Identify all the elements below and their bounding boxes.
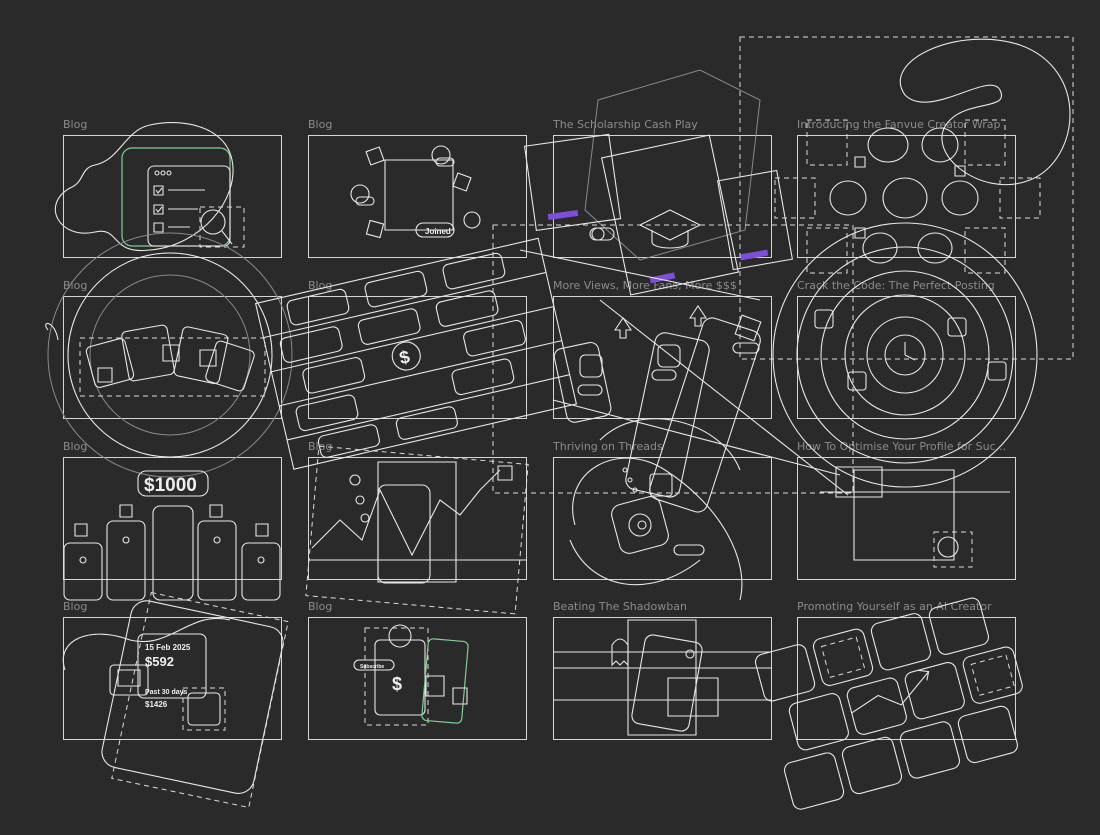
- card-frame-shadowban[interactable]: [553, 617, 772, 740]
- subscribe-pill-text: Subscribe: [360, 664, 384, 670]
- card-frame-scholarship[interactable]: [553, 135, 772, 258]
- earnings-illustration: 15 Feb 2025 $592 Past 30 days $1426: [63, 593, 288, 808]
- growth-chart-illustration: [306, 446, 528, 614]
- card-label-blog-8[interactable]: Blog: [308, 600, 333, 613]
- card-label-fanvue-creator[interactable]: Introducing the Fanvue Creator Wrap: [797, 118, 1001, 131]
- card-label-optimise-profile[interactable]: How To Optimise Your Profile for Suc...: [797, 440, 1007, 453]
- earnings-amount-text: $592: [145, 654, 174, 669]
- card-label-threads[interactable]: Thriving on Threads: [553, 440, 663, 453]
- card-label-blog-2[interactable]: Blog: [308, 118, 333, 131]
- card-label-blog-5[interactable]: Blog: [63, 440, 88, 453]
- card-frame-ai-creator[interactable]: [797, 617, 1016, 740]
- card-label-blog-7[interactable]: Blog: [63, 600, 88, 613]
- bricks-illustration: $: [256, 238, 577, 469]
- card-frame-blog-1[interactable]: [63, 135, 282, 258]
- card-frame-blog-8[interactable]: [308, 617, 527, 740]
- card-label-blog-4[interactable]: Blog: [308, 279, 333, 292]
- card-frame-optimise-profile[interactable]: [797, 457, 1016, 580]
- profile-optimise-illustration: [820, 467, 1010, 567]
- checklist-illustration: [55, 123, 244, 251]
- card-frame-blog-6[interactable]: [308, 457, 527, 580]
- shadowban-illustration: [553, 620, 772, 735]
- payout-phones-illustration: $1000: [64, 471, 280, 600]
- creator-wrap-illustration: [740, 37, 1073, 359]
- card-label-shadowban[interactable]: Beating The Shadowban: [553, 600, 687, 613]
- cards-circle-illustration: [46, 233, 292, 477]
- card-label-ai-creator[interactable]: Promoting Yourself as an AI Creator: [797, 600, 992, 613]
- joined-illustration: Joined: [351, 146, 480, 238]
- price-badge-text: $1000: [144, 475, 197, 496]
- earnings-total-text: $1426: [145, 700, 168, 709]
- clock-illustration: [773, 223, 1037, 487]
- card-frame-fanvue-creator[interactable]: [797, 135, 1016, 258]
- card-label-blog-1[interactable]: Blog: [63, 118, 88, 131]
- scholarship-illustration: [525, 70, 793, 295]
- card-frame-threads[interactable]: [553, 457, 772, 580]
- dollar-glyph: $: [397, 347, 411, 369]
- card-frame-blog-2[interactable]: [308, 135, 527, 258]
- threads-illustration: [570, 419, 742, 600]
- dollar-glyph-2: $: [392, 674, 402, 694]
- card-label-scholarship[interactable]: The Scholarship Cash Play: [553, 118, 698, 131]
- earnings-period-text: Past 30 days: [145, 689, 188, 696]
- more-views-illustration: [493, 225, 853, 515]
- card-label-blog-3[interactable]: Blog: [63, 279, 88, 292]
- card-frame-blog-7[interactable]: [63, 617, 282, 740]
- subscription-illustration: Subscribe $: [354, 625, 468, 725]
- ai-creator-illustration: [754, 591, 1039, 811]
- card-frame-blog-3[interactable]: [63, 296, 282, 419]
- earnings-date-text: 15 Feb 2025: [145, 643, 191, 652]
- card-label-crack-code[interactable]: Crack the Code: The Perfect Posting: [797, 279, 995, 292]
- joined-pill-text: Joined: [425, 227, 451, 236]
